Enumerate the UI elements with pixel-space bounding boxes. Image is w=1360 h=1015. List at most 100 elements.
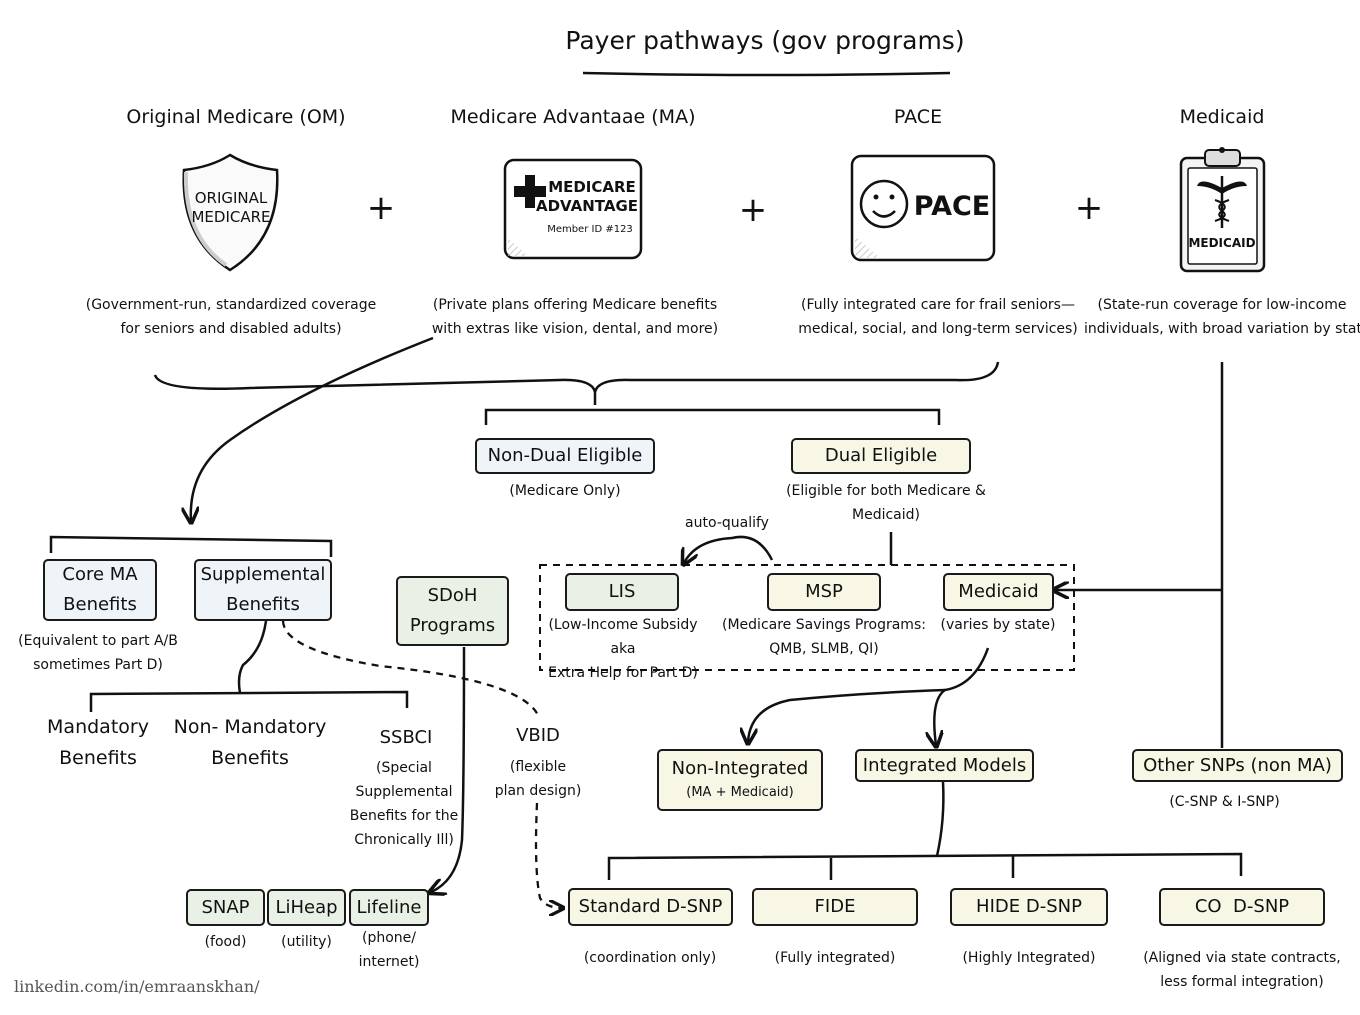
snap-note: (food) bbox=[204, 934, 247, 950]
supplemental-benefits-box: Supplemental Benefits bbox=[194, 559, 332, 621]
dsnp-note-hide: (Highly Integrated) bbox=[962, 950, 1096, 966]
dsnp-box-fide: FIDE bbox=[752, 888, 918, 926]
core-ma-note-line: sometimes Part D) bbox=[33, 657, 163, 673]
program-title-ma: Medicare Advantaae (MA) bbox=[450, 106, 696, 128]
sdoh-programs-box: SDoH Programs bbox=[396, 576, 509, 646]
ma-card-line-2: ADVANTAGE bbox=[536, 197, 638, 215]
dual-eligible-note: (Eligible for both Medicare & Medicaid) bbox=[776, 479, 996, 527]
smiley-card-icon: PACE bbox=[850, 154, 996, 262]
other-snps-note: (C-SNP & I-SNP) bbox=[1169, 794, 1280, 810]
supplemental-label-line: Benefits bbox=[226, 594, 300, 615]
program-desc-medicaid: (State-run coverage for low-income indiv… bbox=[1084, 293, 1360, 341]
supplemental-label-line: Supplemental bbox=[200, 564, 326, 585]
snap-label: SNAP bbox=[201, 896, 250, 918]
program-desc-pace: (Fully integrated care for frail seniors… bbox=[783, 293, 1093, 341]
lifeline-note-line: (phone/ bbox=[362, 930, 416, 946]
plus-sign-3: + bbox=[1074, 188, 1104, 228]
vbid-note-line: plan design) bbox=[494, 783, 582, 799]
medicaid-label: Medicaid bbox=[958, 581, 1039, 602]
lifeline-note-line: internet) bbox=[358, 954, 420, 970]
credit-link[interactable]: linkedin.com/in/emraanskhan/ bbox=[14, 977, 260, 996]
core-ma-note: (Equivalent to part A/B sometimes Part D… bbox=[8, 629, 188, 677]
shield-line-2: MEDICARE bbox=[191, 208, 270, 226]
non-mandatory-line: Benefits bbox=[211, 747, 289, 769]
dual-eligible-note-line: (Eligible for both Medicare & bbox=[786, 483, 986, 499]
dsnp-box-standard: Standard D-SNP bbox=[568, 888, 733, 926]
lifeline-box: Lifeline bbox=[349, 889, 429, 926]
dual-programs-container bbox=[539, 564, 1075, 671]
medicare-advantage-card-icon: MEDICARE ADVANTAGE Member ID #123 bbox=[503, 158, 643, 260]
ma-card-line-1: MEDICARE bbox=[548, 178, 636, 196]
msp-note-line: QMB, SLMB, QI) bbox=[769, 641, 879, 657]
lis-box: LIS bbox=[565, 573, 679, 611]
other-snps-box: Other SNPs (non MA) bbox=[1132, 749, 1343, 782]
program-desc-ma: (Private plans offering Medicare benefit… bbox=[420, 293, 730, 341]
program-desc-om-line: for seniors and disabled adults) bbox=[120, 321, 342, 337]
program-desc-pace-line: medical, social, and long-term services) bbox=[798, 321, 1078, 337]
ma-card-line-3: Member ID #123 bbox=[547, 224, 633, 235]
program-title-om: Original Medicare (OM) bbox=[126, 106, 346, 128]
curly-brace bbox=[153, 361, 1000, 393]
integrated-models-label: Integrated Models bbox=[862, 754, 1027, 776]
dual-eligible-box: Dual Eligible bbox=[791, 438, 971, 474]
lifeline-note: (phone/ internet) bbox=[346, 926, 432, 974]
medicaid-note: (varies by state) bbox=[940, 617, 1056, 633]
pace-card-text: PACE bbox=[914, 191, 990, 222]
dsnp-note-co-line: less formal integration) bbox=[1160, 974, 1324, 990]
core-ma-benefits-box: Core MA Benefits bbox=[43, 559, 157, 621]
dsnp-note-standard: (coordination only) bbox=[583, 950, 717, 966]
snap-box: SNAP bbox=[186, 889, 265, 926]
shield-icon: ORIGINAL MEDICARE bbox=[182, 153, 279, 272]
program-desc-pace-line: (Fully integrated care for frail seniors… bbox=[801, 297, 1075, 313]
non-integrated-label: Non-Integrated bbox=[671, 758, 809, 779]
program-desc-om: (Government-run, standardized coverage f… bbox=[76, 293, 386, 341]
ma-benefits-arrow bbox=[191, 336, 434, 521]
program-title-pace: PACE bbox=[893, 106, 943, 128]
dsnp-note-co-line: (Aligned via state contracts, bbox=[1143, 950, 1341, 966]
dsnp-note-co: (Aligned via state contracts, less forma… bbox=[1130, 946, 1354, 994]
dual-eligible-note-line: Medicaid) bbox=[852, 507, 920, 523]
ssbci-note: (Special Supplemental Benefits for the C… bbox=[336, 756, 472, 852]
dsnp-box-co: CO D-SNP bbox=[1159, 888, 1325, 926]
non-mandatory-line: Non- Mandatory bbox=[173, 716, 327, 738]
mandatory-line: Mandatory bbox=[47, 716, 149, 738]
clipboard-caduceus-icon: MEDICAID bbox=[1179, 147, 1266, 273]
non-dual-eligible-note: (Medicare Only) bbox=[509, 483, 621, 499]
msp-note-line: (Medicare Savings Programs: bbox=[722, 617, 926, 633]
non-dual-eligible-label: Non-Dual Eligible bbox=[487, 445, 643, 466]
program-desc-ma-line: (Private plans offering Medicare benefit… bbox=[432, 297, 718, 313]
page-title: Payer pathways (gov programs) bbox=[565, 26, 965, 55]
shield-line-1: ORIGINAL bbox=[195, 189, 268, 207]
non-dual-eligible-box: Non-Dual Eligible bbox=[475, 438, 655, 474]
medicaid-box: Medicaid bbox=[943, 573, 1054, 611]
dsnp-label: Standard D-SNP bbox=[578, 896, 723, 917]
dsnp-box-hide: HIDE D-SNP bbox=[950, 888, 1108, 926]
liheap-note: (utility) bbox=[281, 934, 332, 950]
lis-label: LIS bbox=[608, 581, 636, 602]
sdoh-label-line: SDoH bbox=[427, 585, 478, 606]
core-ma-label-line: Core MA bbox=[62, 564, 138, 585]
vbid-note: (flexible plan design) bbox=[482, 755, 594, 803]
program-desc-medicaid-line: individuals, with broad variation by sta… bbox=[1084, 321, 1360, 337]
lis-note: (Low-Income Subsidy aka Extra Help for P… bbox=[540, 613, 706, 685]
ssbci-note-line: (Special bbox=[376, 760, 432, 776]
program-desc-om-line: (Government-run, standardized coverage bbox=[85, 297, 377, 313]
dsnp-label: FIDE bbox=[814, 896, 856, 917]
core-ma-label-line: Benefits bbox=[63, 594, 137, 615]
auto-qualify-label: auto-qualify bbox=[685, 515, 769, 531]
integrated-models-box: Integrated Models bbox=[855, 749, 1034, 782]
sdoh-label-line: Programs bbox=[409, 615, 496, 636]
msp-box: MSP bbox=[767, 573, 881, 611]
vbid-label: VBID bbox=[516, 725, 560, 746]
msp-note: (Medicare Savings Programs: QMB, SLMB, Q… bbox=[722, 613, 926, 661]
msp-label: MSP bbox=[805, 581, 843, 602]
plus-sign-2: + bbox=[738, 190, 768, 230]
auto-qualify-arrow bbox=[684, 535, 774, 563]
program-title-medicaid: Medicaid bbox=[1179, 106, 1265, 128]
lis-note-line: (Low-Income Subsidy aka bbox=[548, 617, 698, 657]
dsnp-note-fide: (Fully integrated) bbox=[774, 950, 896, 966]
program-desc-medicaid-line: (State-run coverage for low-income bbox=[1097, 297, 1347, 313]
mandatory-benefits: Mandatory Benefits bbox=[36, 712, 160, 774]
lifeline-label: Lifeline bbox=[356, 896, 422, 918]
